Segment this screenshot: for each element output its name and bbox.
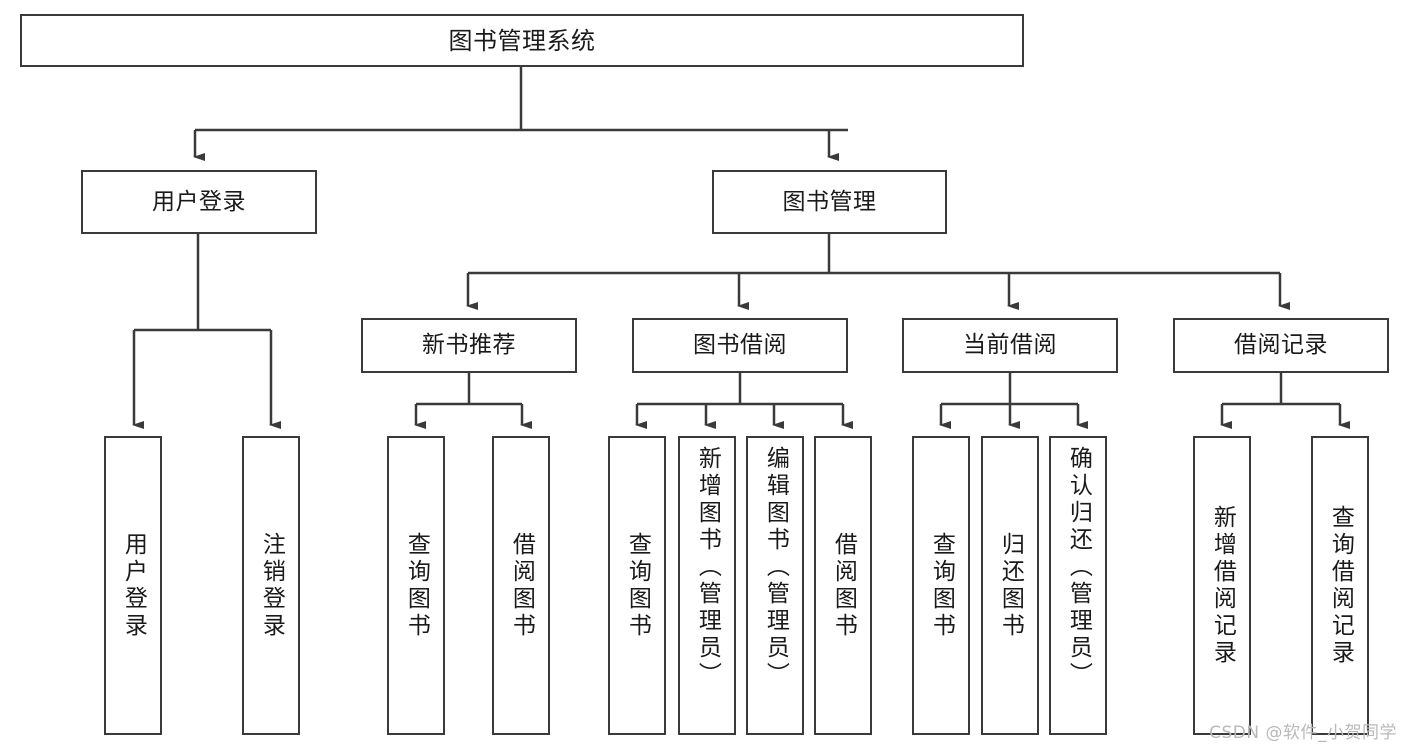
csdn-watermark: CSDN @软件_小贺同学 [1209,723,1397,743]
node-leaf-borrow-book-1[interactable]: 借阅图书 [492,436,550,735]
node-leaf-query-book-2-label: 查询图书 [624,531,651,640]
node-current-borrow-label: 当前借阅 [963,332,1057,359]
node-leaf-query-book-1-label: 查询图书 [403,531,430,640]
node-leaf-logout-label: 注销登录 [258,531,285,640]
node-leaf-confirm-return-admin-label: 确认归还（管理员） [1065,446,1092,689]
node-leaf-borrow-book-2-label: 借阅图书 [830,531,857,640]
node-new-book-recommend[interactable]: 新书推荐 [361,318,577,373]
node-leaf-add-book-admin-label: 新增图书（管理员） [694,446,721,689]
node-leaf-return-book-label: 归还图书 [997,531,1024,640]
node-book-management[interactable]: 图书管理 [712,170,947,234]
node-leaf-query-book-1[interactable]: 查询图书 [387,436,445,735]
node-leaf-borrow-book-1-label: 借阅图书 [508,531,535,640]
node-leaf-return-book[interactable]: 归还图书 [981,436,1039,735]
node-leaf-user-login-label: 用户登录 [120,531,147,640]
node-user-login-label: 用户登录 [152,188,246,215]
node-borrow-record[interactable]: 借阅记录 [1173,318,1389,373]
node-book-borrow[interactable]: 图书借阅 [632,318,848,373]
node-new-book-recommend-label: 新书推荐 [422,332,516,359]
node-leaf-query-book-2[interactable]: 查询图书 [608,436,666,735]
node-leaf-logout[interactable]: 注销登录 [242,436,300,735]
node-leaf-user-login[interactable]: 用户登录 [104,436,162,735]
node-leaf-add-book-admin[interactable]: 新增图书（管理员） [678,436,736,735]
node-leaf-edit-book-admin[interactable]: 编辑图书（管理员） [746,436,804,735]
node-leaf-edit-book-admin-label: 编辑图书（管理员） [762,446,789,689]
node-leaf-add-borrow-record[interactable]: 新增借阅记录 [1193,436,1251,735]
node-current-borrow[interactable]: 当前借阅 [902,318,1118,373]
node-borrow-record-label: 借阅记录 [1234,332,1328,359]
node-root-label: 图书管理系统 [448,26,596,55]
node-book-management-label: 图书管理 [782,188,877,215]
node-leaf-confirm-return-admin[interactable]: 确认归还（管理员） [1049,436,1107,735]
node-leaf-query-borrow-record-label: 查询借阅记录 [1327,504,1354,667]
node-leaf-query-book-3[interactable]: 查询图书 [912,436,970,735]
node-root[interactable]: 图书管理系统 [20,14,1024,67]
node-user-login[interactable]: 用户登录 [81,170,317,234]
node-leaf-query-borrow-record[interactable]: 查询借阅记录 [1311,436,1369,735]
node-leaf-add-borrow-record-label: 新增借阅记录 [1209,504,1236,667]
node-leaf-borrow-book-2[interactable]: 借阅图书 [814,436,872,735]
node-leaf-query-book-3-label: 查询图书 [928,531,955,640]
node-book-borrow-label: 图书借阅 [693,332,787,359]
